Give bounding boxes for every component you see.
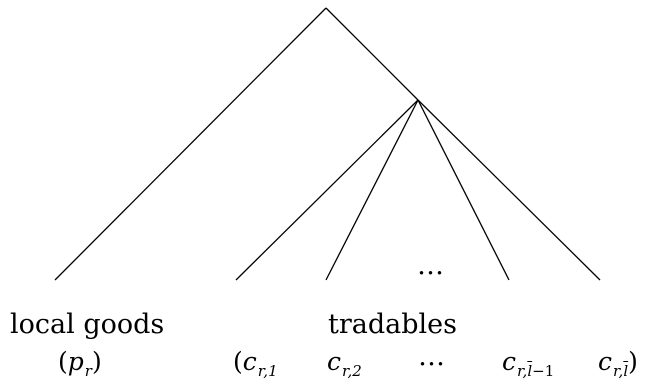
- edge-tradables-to-c2: [325, 99, 419, 281]
- tradables-label: tradables: [328, 309, 457, 340]
- price-row-ellipsis: …: [418, 341, 445, 372]
- edge-root-to-tradables-node: [325, 7, 419, 101]
- local-goods-price: (pr): [58, 347, 102, 380]
- edge-tradables-to-cl: [417, 99, 601, 281]
- edge-tradables-to-c1: [235, 99, 419, 281]
- tradable-price-cl: cr,l): [598, 347, 638, 380]
- leaves-ellipsis: …: [417, 250, 444, 281]
- local-goods-label: local goods: [10, 309, 165, 340]
- tradable-price-cl-minus-1: cr,l−1: [502, 347, 555, 380]
- tradable-price-c2: cr,2: [327, 347, 362, 380]
- edge-root-to-local-goods: [54, 7, 327, 281]
- edge-tradables-to-cl-minus-1: [417, 99, 510, 281]
- tradable-price-c1: (cr,1: [233, 347, 278, 380]
